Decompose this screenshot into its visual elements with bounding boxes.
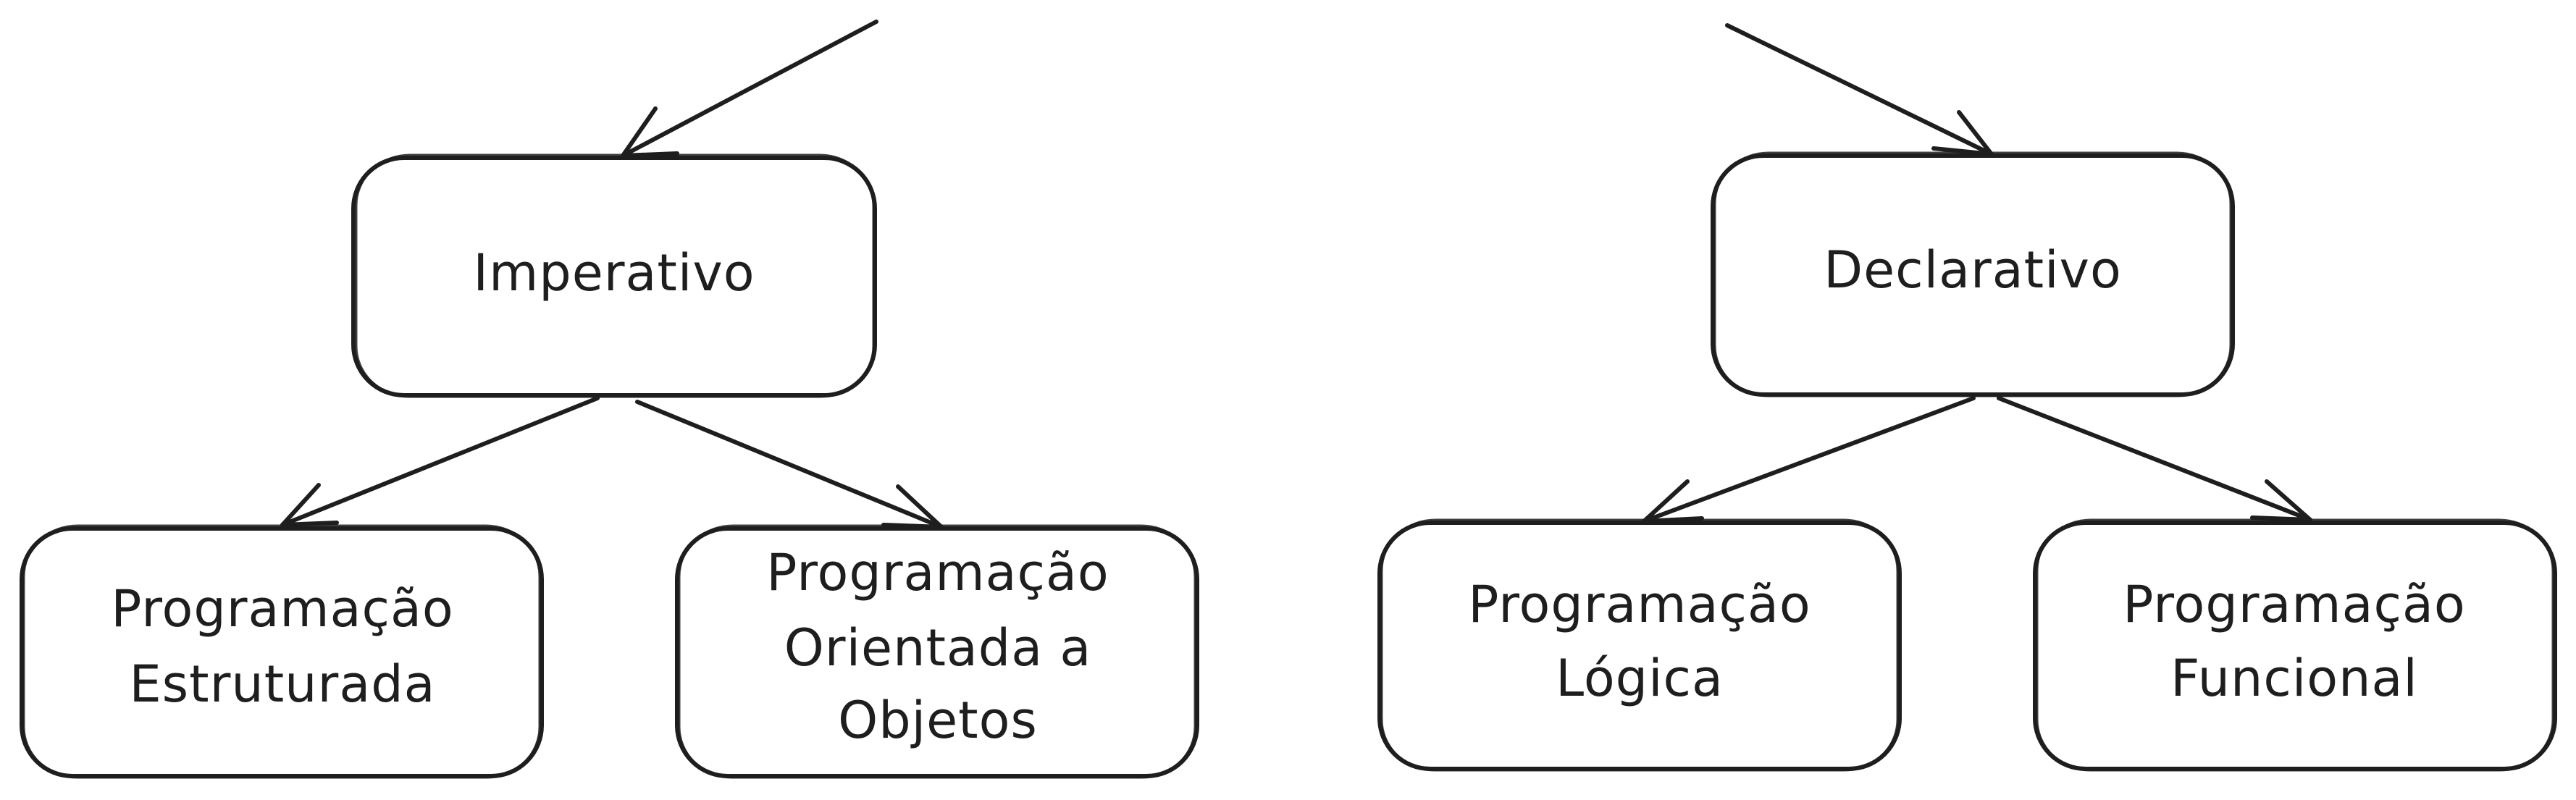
node-programacao-orientada-objetos: Programação Orientada a Objetos <box>675 524 1199 779</box>
node-programacao-logica: Programação Lógica <box>1377 518 1902 772</box>
arrow-imperativo-to-estruturada <box>280 396 600 527</box>
arrow-imperativo-to-orientada <box>635 400 944 529</box>
node-logica-line-1: Programação <box>1468 575 1811 634</box>
incoming-arrow-declarativo <box>1725 23 1994 156</box>
node-imperativo: Imperativo <box>351 153 877 398</box>
incoming-arrow-imperativo <box>621 20 878 158</box>
node-logica-line-2: Lógica <box>1556 649 1724 708</box>
node-orientada-line-1: Programação <box>766 543 1109 602</box>
node-programacao-funcional: Programação Funcional <box>2033 518 2557 772</box>
node-estruturada-line-1: Programação <box>111 579 453 639</box>
node-orientada-line-2: Orientada a <box>784 618 1092 678</box>
node-declarativo: Declarativo <box>1711 151 2235 397</box>
node-imperativo-label: Imperativo <box>473 243 755 303</box>
arrow-declarativo-to-logica <box>1642 396 1976 523</box>
node-funcional-line-2: Funcional <box>2170 649 2418 708</box>
node-orientada-line-3: Objetos <box>838 691 1038 750</box>
node-declarativo-label: Declarativo <box>1824 240 2122 300</box>
node-funcional-line-1: Programação <box>2123 575 2465 634</box>
node-programacao-estruturada: Programação Estruturada <box>20 524 544 779</box>
arrow-declarativo-to-funcional <box>1997 396 2312 522</box>
node-estruturada-line-2: Estruturada <box>129 654 435 714</box>
